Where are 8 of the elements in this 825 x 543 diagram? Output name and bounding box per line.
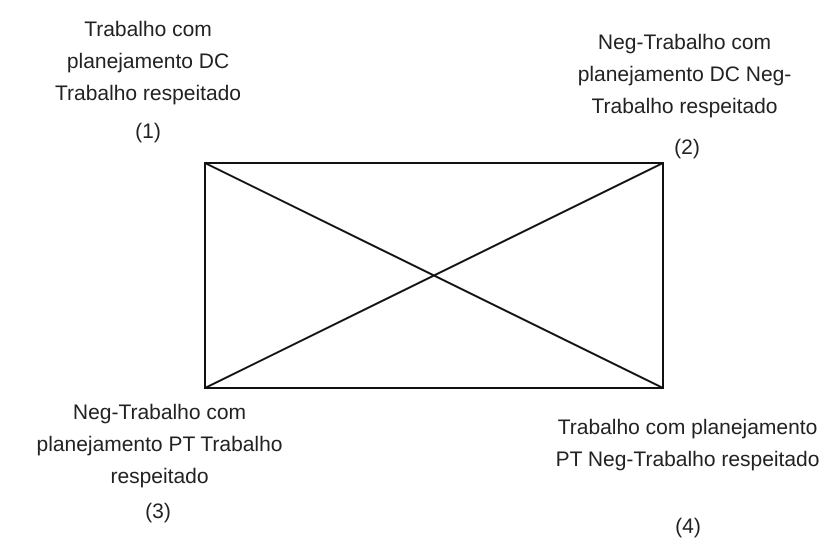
- term-label: Neg-Trabalho com planejamento DC Neg-Trabalho respeitado: [576, 30, 792, 120]
- term-label: Trabalho com planejamento PT Neg-Trabalho respeitado: [555, 415, 820, 473]
- term-label: Neg-Trabalho com planejamento PT Trabalho respeitado: [36, 400, 284, 490]
- term-number: (3): [144, 499, 172, 525]
- term-number: (4): [674, 514, 702, 540]
- term-label: Trabalho com planejamento DC Trabalho respeitado: [54, 17, 242, 107]
- term-number: (2): [673, 135, 701, 161]
- term-number: (1): [134, 119, 162, 145]
